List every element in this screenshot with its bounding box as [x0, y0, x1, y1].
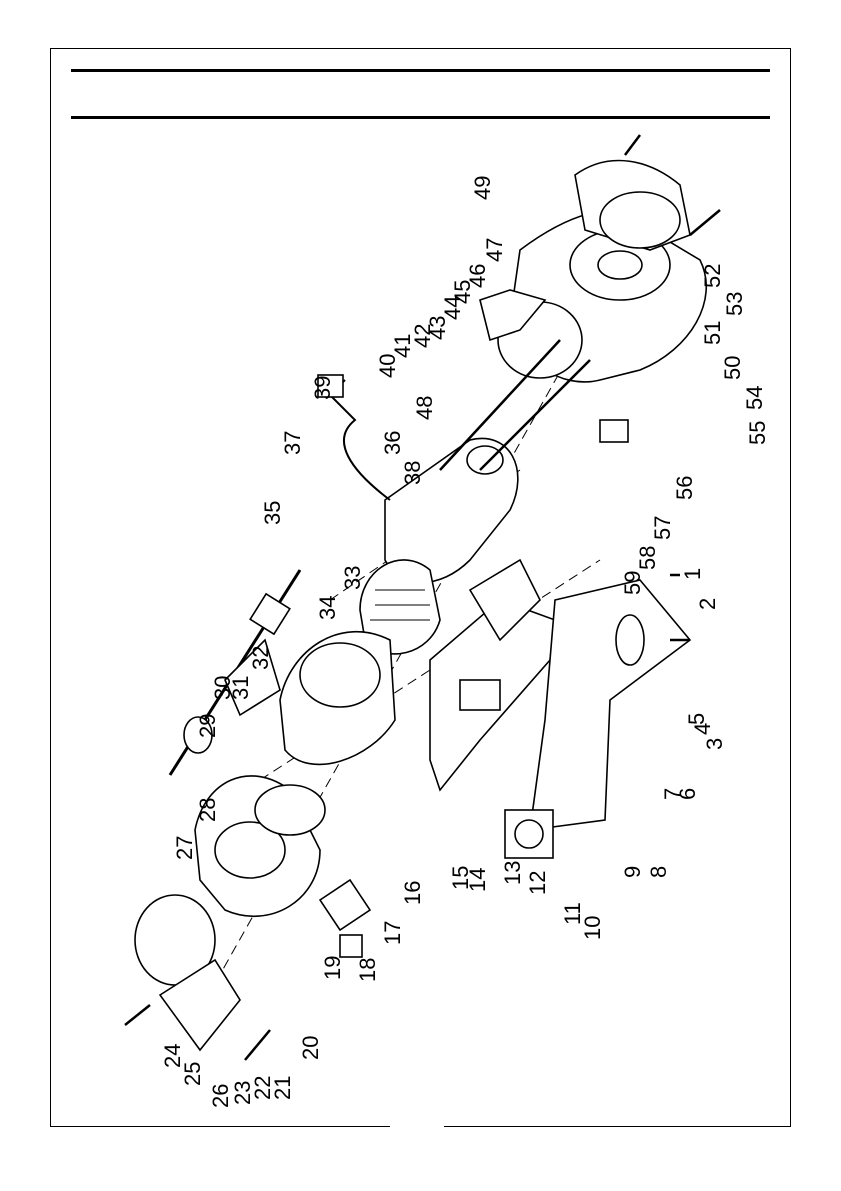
part-label-7: 7 — [660, 788, 685, 800]
part-label-35: 35 — [260, 501, 285, 525]
part-label-25: 25 — [180, 1062, 205, 1086]
part-label-33: 33 — [340, 566, 365, 590]
part-label-28: 28 — [195, 798, 220, 822]
part-label-38: 38 — [400, 461, 425, 485]
part-label-19: 19 — [320, 956, 345, 980]
part-label-50: 50 — [720, 356, 745, 380]
part-label-39: 39 — [310, 376, 335, 400]
part-label-16: 16 — [400, 881, 425, 905]
part-label-59: 59 — [620, 571, 645, 595]
part-label-29: 29 — [195, 714, 220, 738]
machine-drawing — [125, 135, 720, 1060]
part-label-53: 53 — [722, 292, 747, 316]
part-label-46: 46 — [465, 264, 490, 288]
part-label-47: 47 — [482, 238, 507, 262]
part-label-9: 9 — [620, 866, 645, 878]
part-label-17: 17 — [380, 921, 405, 945]
part-label-57: 57 — [650, 516, 675, 540]
part-label-32: 32 — [248, 646, 273, 670]
part-label-54: 54 — [742, 386, 767, 410]
part-label-20: 20 — [298, 1036, 323, 1060]
part-label-34: 34 — [315, 596, 340, 620]
part-label-18: 18 — [355, 958, 380, 982]
part-label-13: 13 — [500, 861, 525, 885]
part-label-23: 23 — [230, 1081, 255, 1105]
part-label-3: 3 — [702, 738, 727, 750]
part-label-51: 51 — [700, 321, 725, 345]
part-label-48: 48 — [412, 396, 437, 420]
part-label-58: 58 — [635, 546, 660, 570]
part-label-26: 26 — [208, 1084, 233, 1108]
part-label-31: 31 — [228, 676, 253, 700]
part-label-12: 12 — [525, 871, 550, 895]
part-label-2: 2 — [695, 598, 720, 610]
part-label-1: 1 — [680, 568, 705, 580]
part-label-37: 37 — [280, 431, 305, 455]
part-label-15: 15 — [448, 866, 473, 890]
part-label-8: 8 — [646, 866, 671, 878]
part-label-52: 52 — [700, 264, 725, 288]
part-label-36: 36 — [380, 431, 405, 455]
part-label-5: 5 — [684, 713, 709, 725]
part-label-55: 55 — [745, 421, 770, 445]
part-label-56: 56 — [672, 476, 697, 500]
part-label-27: 27 — [172, 836, 197, 860]
part-label-49: 49 — [470, 176, 495, 200]
part-label-11: 11 — [560, 902, 585, 925]
